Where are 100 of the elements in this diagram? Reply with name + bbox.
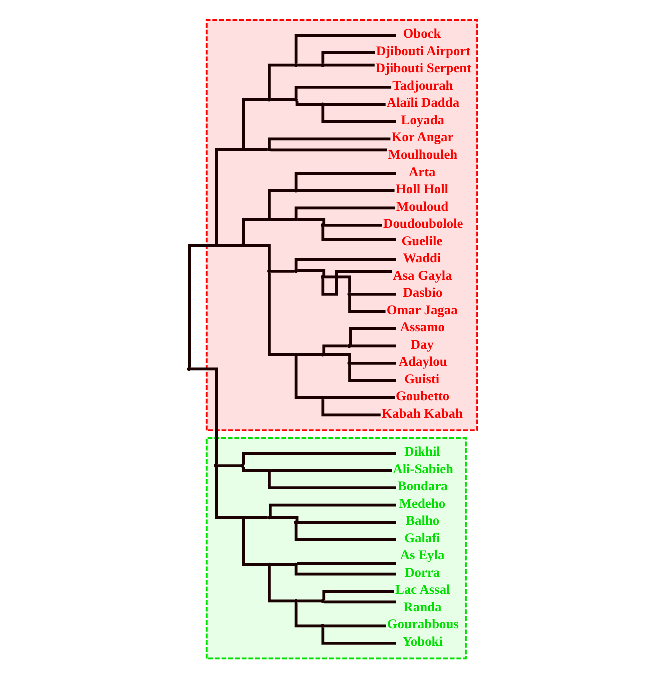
connector xyxy=(214,467,241,520)
node-text: Medeho xyxy=(398,496,446,511)
node-point xyxy=(294,562,298,567)
connector xyxy=(242,218,268,244)
connector xyxy=(242,518,268,566)
node-text: Balho xyxy=(406,513,440,528)
connector xyxy=(322,344,348,354)
node-text: Omar Jagaa xyxy=(386,302,458,318)
connector xyxy=(268,138,390,148)
connector xyxy=(324,624,386,628)
connector xyxy=(294,258,396,270)
node-text: Mouloud xyxy=(396,198,448,214)
connector xyxy=(297,270,326,277)
connector xyxy=(268,64,294,98)
node-text: Assamo xyxy=(400,320,445,335)
node-text: Djibouti Airport xyxy=(376,43,470,58)
node-text: Adaylou xyxy=(398,354,447,370)
node-text: Yoboki xyxy=(402,634,442,649)
connector xyxy=(321,51,375,64)
connector xyxy=(297,521,396,524)
node-text: Alaïli Dadda xyxy=(386,95,460,110)
node-point xyxy=(347,362,351,366)
node-text: Galafi xyxy=(404,530,440,546)
node-point xyxy=(267,562,271,567)
connector xyxy=(216,244,241,247)
connector xyxy=(295,100,321,106)
connector xyxy=(348,365,396,382)
node-point xyxy=(294,352,298,357)
connector xyxy=(294,356,321,400)
connector xyxy=(323,600,396,604)
node-text: Loyada xyxy=(400,112,444,128)
connector xyxy=(350,293,396,296)
connector xyxy=(268,272,294,356)
node-point xyxy=(267,148,271,152)
node-text: Arta xyxy=(408,164,436,180)
connector xyxy=(242,452,396,465)
connector xyxy=(270,98,294,102)
connector xyxy=(349,328,396,346)
node-text: Dasbio xyxy=(402,285,442,300)
connector xyxy=(322,590,394,600)
connector xyxy=(294,206,395,218)
node-point xyxy=(320,624,324,628)
node-text: Goubetto xyxy=(396,388,450,404)
connector xyxy=(321,106,396,124)
connector xyxy=(321,270,392,296)
connector xyxy=(214,148,241,244)
connector xyxy=(216,464,241,468)
node-point xyxy=(294,218,298,222)
connector xyxy=(268,189,294,218)
connector xyxy=(294,524,396,542)
connector xyxy=(270,270,294,273)
connector xyxy=(244,148,268,152)
connector xyxy=(268,566,294,603)
connector xyxy=(270,469,392,472)
node-point xyxy=(320,599,324,604)
node-text: Djibouti Serpent xyxy=(375,60,472,76)
connector xyxy=(297,353,321,356)
node-point xyxy=(294,189,298,193)
node-text: Waddi xyxy=(402,250,441,266)
node-point xyxy=(267,468,271,473)
connector xyxy=(294,34,396,64)
connector xyxy=(350,362,396,365)
node-text: Lac Assal xyxy=(395,582,450,598)
node-point xyxy=(294,63,298,68)
node-point xyxy=(267,516,271,520)
node-point xyxy=(320,224,324,228)
connector xyxy=(294,86,392,98)
node-point xyxy=(240,244,244,248)
node-text: Guelile xyxy=(401,233,442,248)
connector xyxy=(324,353,351,362)
connector xyxy=(294,602,321,628)
connector xyxy=(188,244,214,368)
node-point xyxy=(186,367,191,372)
connector xyxy=(244,516,268,520)
node-point xyxy=(320,396,324,400)
node-point xyxy=(294,599,298,604)
connector xyxy=(297,600,321,603)
connector xyxy=(321,227,396,242)
connector xyxy=(242,467,268,472)
connector xyxy=(268,504,396,517)
connector xyxy=(350,344,396,348)
connector xyxy=(270,516,298,522)
node-text: Kor Angar xyxy=(391,130,454,145)
connector xyxy=(244,244,270,270)
connector xyxy=(324,396,394,400)
connector xyxy=(190,368,218,465)
cluster xyxy=(205,437,466,660)
node-point xyxy=(214,464,218,468)
cluster xyxy=(205,19,478,432)
connector xyxy=(297,189,394,192)
connector xyxy=(294,172,396,190)
connector xyxy=(270,148,387,152)
node-point xyxy=(347,344,351,348)
node-point xyxy=(320,352,324,357)
node-point xyxy=(320,102,324,106)
node-text: Asa Gayla xyxy=(392,268,452,283)
connector xyxy=(297,64,321,67)
node-point xyxy=(320,63,324,68)
connector xyxy=(270,563,294,566)
node-point xyxy=(267,98,271,102)
